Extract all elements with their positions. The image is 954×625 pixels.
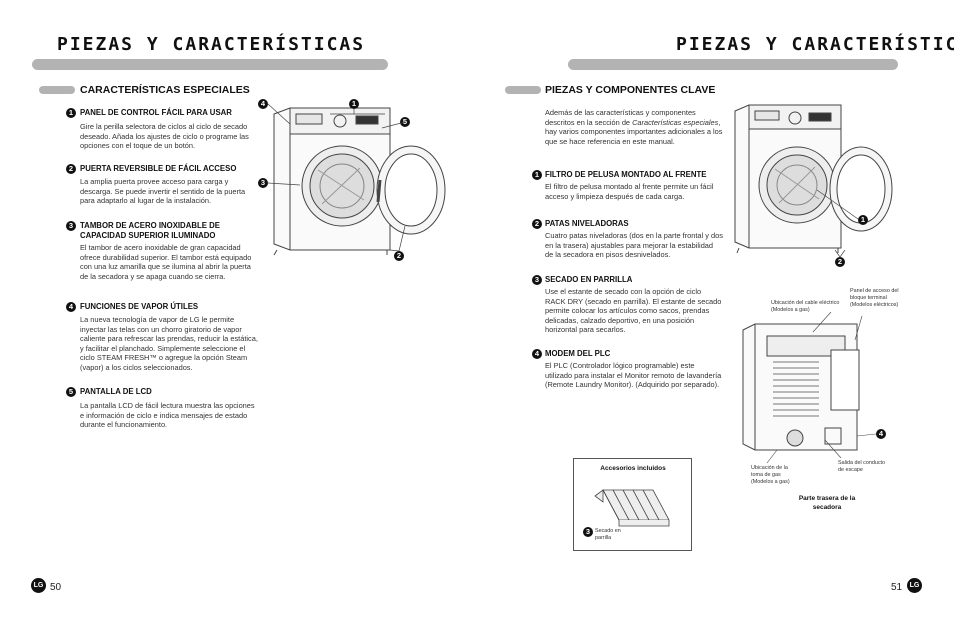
item-text: El PLC (Controlador lógico programable) …	[545, 361, 722, 390]
item-title: SECADO EN PARRILLA	[545, 275, 633, 284]
item-number: 2	[66, 164, 76, 174]
item-title: TAMBOR DE ACERO INOXIDABLE DE CAPACIDAD …	[80, 221, 220, 240]
accessories-title: Accesorios incluidos	[600, 465, 666, 472]
item-number: 1	[532, 170, 542, 180]
item-number: 1	[66, 108, 76, 118]
item-title: FILTRO DE PELUSA MONTADO AL FRENTE	[545, 170, 707, 179]
page-number: 50	[50, 582, 62, 593]
item-text: Gire la perilla selectora de ciclos al c…	[80, 122, 249, 151]
rear-leader-lines	[766, 311, 877, 464]
lg-logo: LG	[31, 578, 46, 593]
item-number: 5	[66, 387, 76, 397]
callout-2: 2	[835, 257, 845, 267]
item-number: 4	[532, 349, 542, 359]
section-title: CARACTERÍSTICAS ESPECIALES	[80, 84, 250, 96]
accessory-number: 3	[583, 527, 593, 537]
left-page: PIEZAS Y CARACTERÍSTICAS CARACTERÍSTICAS…	[31, 34, 446, 593]
title-bar	[568, 59, 898, 70]
page-number: 51	[891, 582, 903, 593]
section-title: PIEZAS Y COMPONENTES CLAVE	[545, 84, 716, 96]
callout-4: 4	[876, 429, 886, 439]
item-title: FUNCIONES DE VAPOR ÚTILES	[80, 302, 199, 311]
item-text: Cuatro patas niveladoras (dos en la part…	[545, 231, 723, 260]
dryer-rear-illustration	[742, 323, 860, 451]
accessory-label: Secado en parrilla	[595, 528, 621, 541]
callout-1: 1	[858, 215, 868, 225]
item-title: MODEM DEL PLC	[545, 349, 611, 358]
item-text: La nueva tecnología de vapor de LG le pe…	[80, 315, 258, 372]
section-pill	[505, 86, 541, 94]
item-title: PUERTA REVERSIBLE DE FÁCIL ACCESO	[80, 164, 237, 173]
intro-text: Además de las características y componen…	[545, 108, 723, 146]
callout-1: 1	[349, 99, 359, 109]
dryer-front-illustration	[734, 104, 893, 254]
callout-lines	[816, 189, 859, 258]
item-text: El tambor de acero inoxidable de gran ca…	[80, 243, 252, 281]
rear-label-cable: Ubicación del cable eléctrico (Modelos a…	[771, 300, 840, 313]
item-text: La pantalla LCD de fácil lectura muestra…	[80, 401, 255, 430]
item-number: 2	[532, 219, 542, 229]
page-title: PIEZAS Y CARACTERÍSTICAS	[57, 34, 366, 55]
item-number: 3	[66, 221, 76, 231]
item-text: Use el estante de secado con la opción d…	[545, 287, 722, 335]
item-title: PATAS NIVELADORAS	[545, 219, 629, 228]
intro-text-part: Además de las características y componen…	[545, 108, 696, 127]
rear-label-gas: Ubicación de la toma de gas (Modelos a g…	[751, 465, 790, 485]
lg-logo: LG	[907, 578, 922, 593]
section-pill	[39, 86, 75, 94]
item-text: El filtro de pelusa montado al frente pe…	[545, 182, 714, 201]
callout-2: 2	[394, 251, 404, 261]
item-number: 4	[66, 302, 76, 312]
intro-text-italic: Características especiales	[632, 117, 719, 127]
rear-label-exhaust: Salida del conducto de escape	[838, 460, 886, 473]
item-title: PANTALLA DE LCD	[80, 387, 152, 396]
callout-4: 4	[258, 99, 268, 109]
callout-lines	[267, 103, 406, 252]
accessories-box	[573, 458, 692, 551]
dryer-front-illustration	[273, 107, 446, 256]
item-title: PANEL DE CONTROL FÁCIL PARA USAR	[80, 108, 232, 117]
title-bar	[32, 59, 388, 70]
item-text: La amplia puerta provee acceso para carg…	[80, 177, 246, 206]
callout-3: 3	[258, 178, 268, 188]
rear-caption: Parte trasera de la secadora	[798, 495, 856, 511]
intro-text-part: , hay varios componentes importantes adi…	[545, 117, 723, 146]
page-title: PIEZAS Y CARACTERÍSTICAS	[676, 34, 954, 55]
right-page: PIEZAS Y CARACTERÍSTICAS PIEZAS Y COMPON…	[477, 0, 954, 625]
item-number: 3	[532, 275, 542, 285]
rear-label-panel: Panel de acceso del bloque terminal (Mod…	[850, 288, 899, 308]
